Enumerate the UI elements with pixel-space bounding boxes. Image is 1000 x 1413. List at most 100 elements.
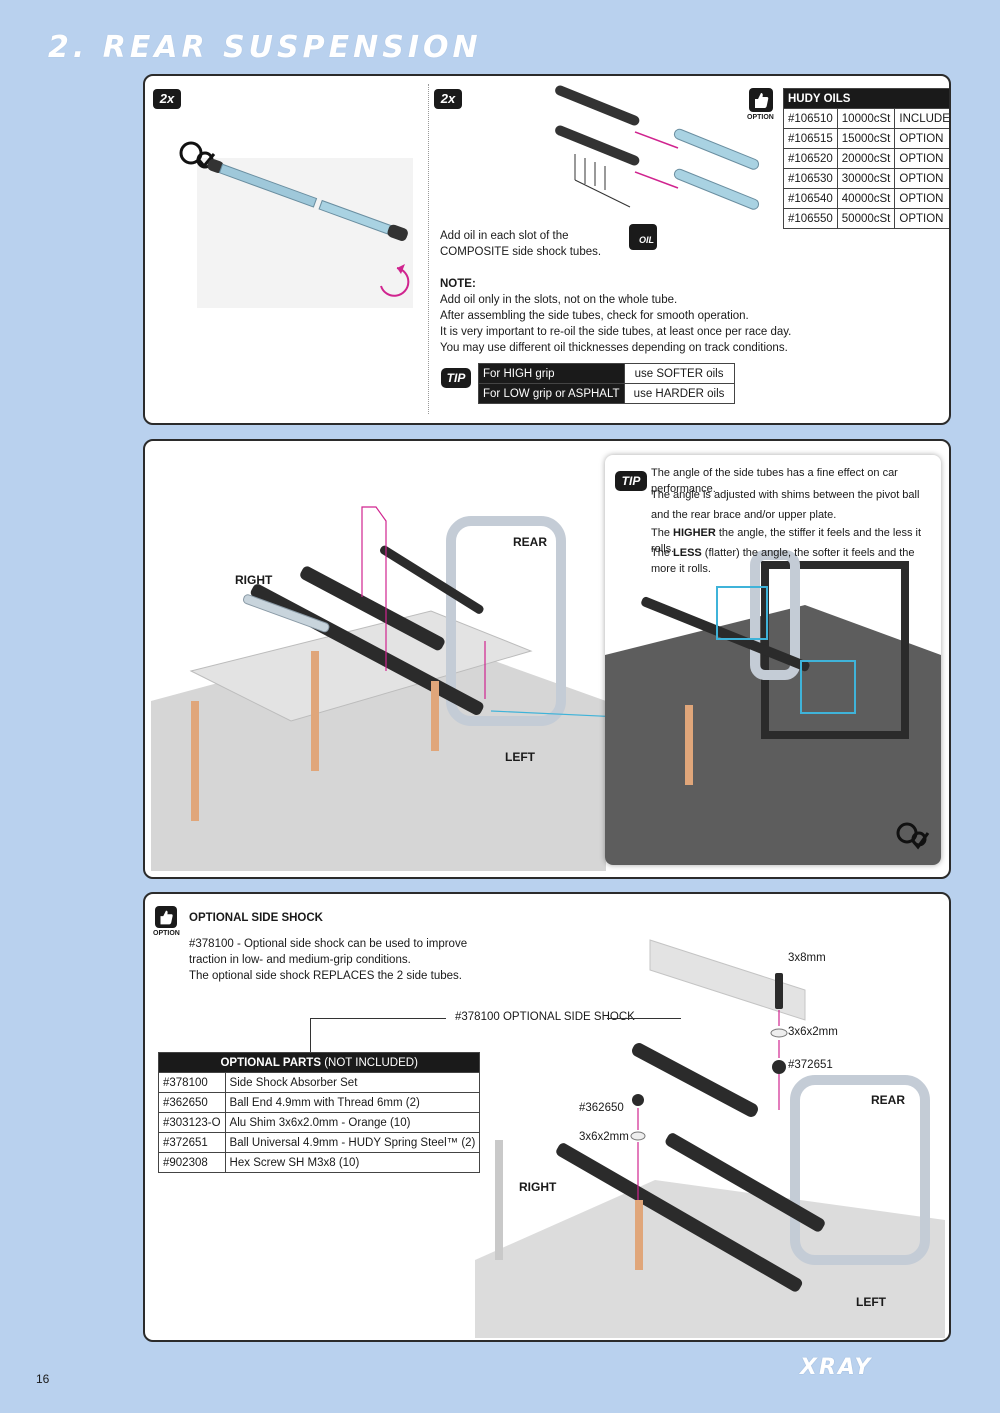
side-tube-oil-illustration xyxy=(555,85,760,210)
oil-part: #106515 xyxy=(783,128,838,149)
tip-line-3-prefix: The xyxy=(651,527,674,539)
oil-part: #106540 xyxy=(783,188,838,209)
tip-grip-table: For HIGH grip use SOFTER oils For LOW gr… xyxy=(478,363,735,404)
optional-shock-desc-3: The optional side shock REPLACES the 2 s… xyxy=(189,970,462,982)
optional-shock-desc-1: #378100 - Optional side shock can be use… xyxy=(189,938,468,950)
table-row: For HIGH grip use SOFTER oils xyxy=(478,363,735,384)
callout-line-vertical xyxy=(310,1018,311,1052)
part-description: Ball Universal 4.9mm - HUDY Spring Steel… xyxy=(224,1132,481,1153)
right-label: RIGHT xyxy=(519,1180,557,1194)
optional-shock-desc-2: traction in low- and medium-grip conditi… xyxy=(189,954,411,966)
note-line-1: Add oil only in the slots, not on the wh… xyxy=(440,294,678,306)
tip-line-3-suffix: the angle, the stiffer it feels and the … xyxy=(651,527,922,555)
chassis-mounting-illustration xyxy=(151,506,606,871)
panel-side-tube-mounting: REAR RIGHT LEFT TIP The angle of the sid… xyxy=(143,439,951,879)
tip-line-4-suffix: (flatter) the angle, the softer it feels… xyxy=(651,547,915,575)
tip-condition: For LOW grip or ASPHALT xyxy=(478,383,625,404)
tip-line-3: The HIGHER the angle, the stiffer it fee… xyxy=(651,525,937,557)
hudy-oils-title: HUDY OILS xyxy=(782,88,949,109)
note-line-4: You may use different oil thicknesses de… xyxy=(440,342,788,354)
oil-status: INCLUDED xyxy=(894,108,949,129)
part-number: #902308 xyxy=(158,1152,226,1173)
quantity-badge-left: 2x xyxy=(153,89,181,109)
tip-advice: use HARDER oils xyxy=(623,383,735,404)
left-label: LEFT xyxy=(856,1295,886,1309)
table-row: #10651010000cStINCLUDED xyxy=(783,108,949,129)
tip-line-2: The angle is adjusted with shims between… xyxy=(651,489,920,521)
screw-callout: 3x8mm xyxy=(788,952,826,964)
part-number: #378100 xyxy=(158,1072,226,1093)
shock-callout: #378100 OPTIONAL SIDE SHOCK xyxy=(455,1011,635,1023)
rear-label: REAR xyxy=(513,535,548,549)
rear-label: REAR xyxy=(871,1093,906,1107)
optional-shock-illustration xyxy=(475,939,945,1338)
quantity-badge-right: 2x xyxy=(434,89,462,109)
panel-side-tube-assembly: 2x 2x xyxy=(143,74,951,425)
part-description: Ball End 4.9mm with Thread 6mm (2) xyxy=(224,1092,481,1113)
oil-instruction: Add oil in each slot of the COMPOSITE si… xyxy=(440,230,602,258)
part-number: #372651 xyxy=(158,1132,226,1153)
oil-status: OPTION xyxy=(894,208,949,229)
panel-divider xyxy=(428,84,429,414)
option-label: OPTION xyxy=(747,114,774,121)
optional-shock-title: OPTIONAL SIDE SHOCK xyxy=(189,912,323,924)
page-number: 16 xyxy=(36,1372,50,1386)
ballend-callout: #362650 xyxy=(579,1102,624,1114)
detail-inset: TIP The angle of the side tubes has a fi… xyxy=(605,455,941,865)
callout-line-horizontal xyxy=(310,1018,446,1019)
oil-status: OPTION xyxy=(894,148,949,169)
note-line-2: After assembling the side tubes, check f… xyxy=(440,310,749,322)
tip-line-1: The angle of the side tubes has a fine e… xyxy=(651,467,898,495)
panel-optional-side-shock: OPTION OPTIONAL SIDE SHOCK #378100 - Opt… xyxy=(143,892,951,1342)
tip-badge: TIP xyxy=(441,368,471,388)
part-number: #303123-O xyxy=(158,1112,226,1133)
part-number: #362650 xyxy=(158,1092,226,1113)
tip-condition: For HIGH grip xyxy=(478,363,625,384)
oil-viscosity: 15000cSt xyxy=(836,128,896,149)
side-tube-assembly-illustration xyxy=(179,141,413,308)
oil-viscosity: 50000cSt xyxy=(836,208,896,229)
check-gear-icon xyxy=(896,822,930,850)
tip-line-4-bold: LESS xyxy=(673,547,702,559)
oil-status: OPTION xyxy=(894,168,949,189)
oil-part: #106550 xyxy=(783,208,838,229)
oil-status: OPTION xyxy=(894,188,949,209)
tip-advice: use SOFTER oils xyxy=(623,363,735,384)
parts-title-rest: (NOT INCLUDED) xyxy=(321,1056,418,1069)
oil-viscosity: 30000cSt xyxy=(836,168,896,189)
oil-label: OIL xyxy=(639,235,654,245)
oil-part: #106510 xyxy=(783,108,838,129)
tip-line-3-bold: HIGHER xyxy=(673,527,716,539)
oil-viscosity: 20000cSt xyxy=(836,148,896,169)
note-title: NOTE: xyxy=(440,278,476,290)
parts-title-bold: OPTIONAL PARTS xyxy=(220,1056,321,1069)
ball-callout: #372651 xyxy=(788,1059,833,1071)
shim-callout-left: 3x6x2mm xyxy=(579,1131,629,1143)
page-title: 2. REAR SUSPENSION xyxy=(48,30,482,65)
oil-part: #106520 xyxy=(783,148,838,169)
parts-table-title: OPTIONAL PARTS (NOT INCLUDED) xyxy=(157,1052,481,1073)
note-line-3: It is very important to re-oil the side … xyxy=(440,326,792,338)
right-label: RIGHT xyxy=(235,573,273,587)
option-label: OPTION xyxy=(153,930,180,937)
part-description: Alu Shim 3x6x2.0mm - Orange (10) xyxy=(224,1112,481,1133)
oil-part: #106530 xyxy=(783,168,838,189)
part-description: Hex Screw SH M3x8 (10) xyxy=(224,1152,481,1173)
tip-badge: TIP xyxy=(615,471,647,491)
shim-callout-top: 3x6x2mm xyxy=(788,1026,838,1038)
part-description: Side Shock Absorber Set xyxy=(224,1072,481,1093)
tip-line-4-prefix: The xyxy=(651,547,674,559)
left-label: LEFT xyxy=(505,750,535,764)
oil-viscosity: 40000cSt xyxy=(836,188,896,209)
thumbs-up-icon xyxy=(749,88,773,112)
